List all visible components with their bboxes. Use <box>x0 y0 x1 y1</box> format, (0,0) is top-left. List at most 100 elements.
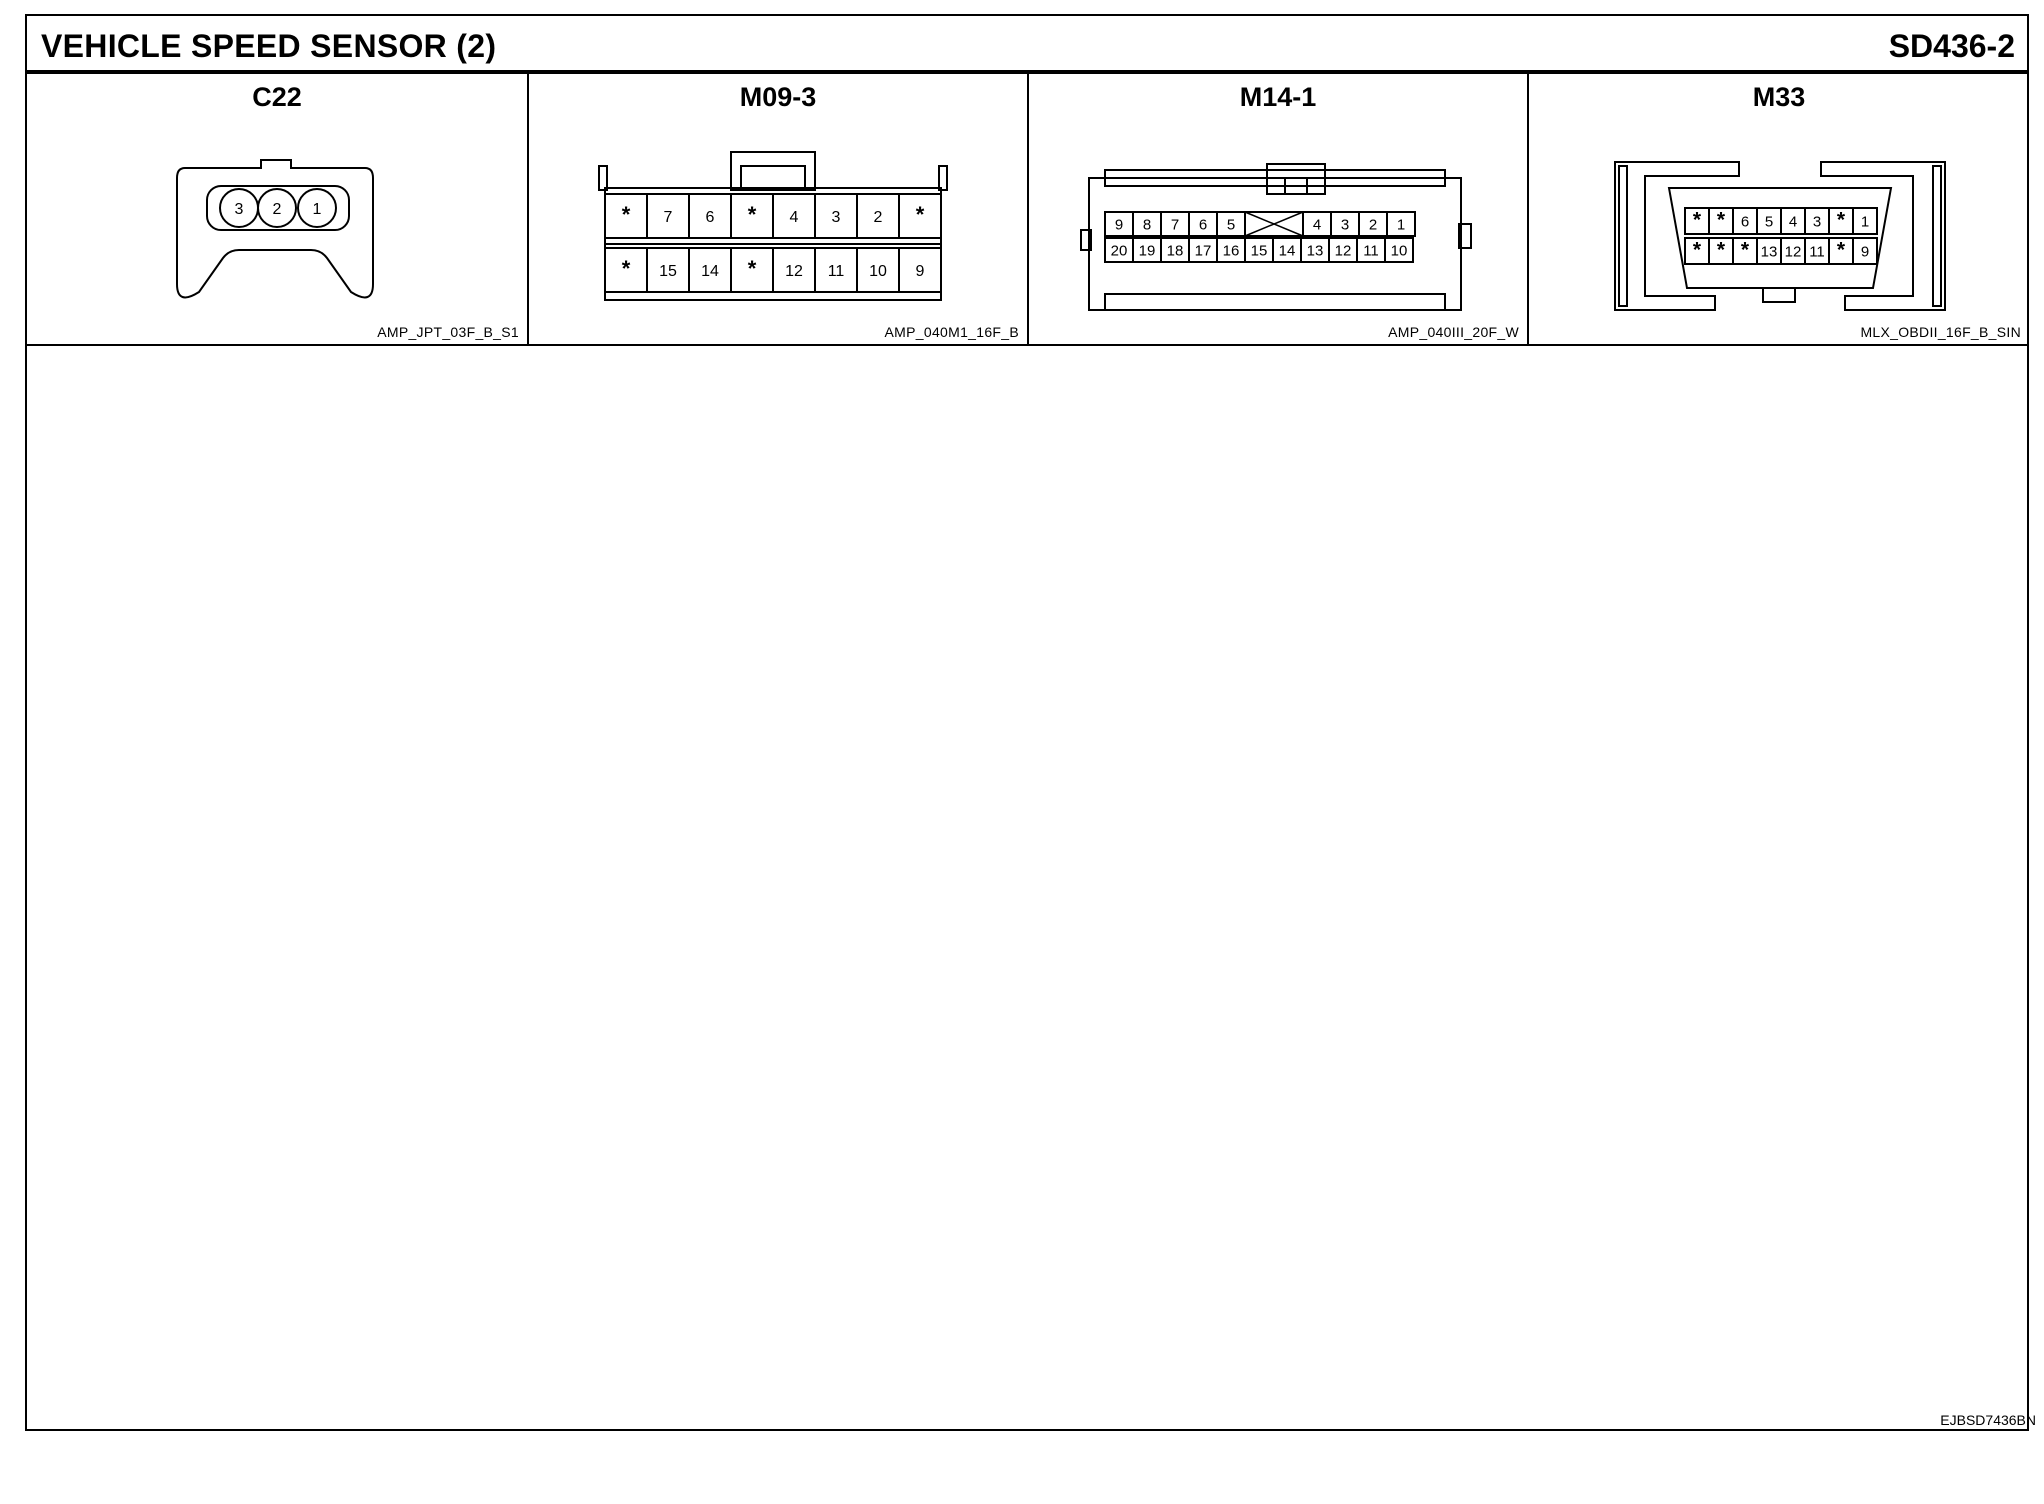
pin-label: 14 <box>1279 242 1296 259</box>
pin-label: 7 <box>1171 216 1179 233</box>
pin-bottom-5: 11 <box>1804 237 1830 265</box>
pin-label: 2 <box>273 201 282 218</box>
pin-label: * <box>1741 238 1750 261</box>
pin-label: 6 <box>1741 213 1749 230</box>
pin-label: * <box>622 256 631 281</box>
pin-bottom-0: * <box>604 247 648 293</box>
part-number: AMP_040M1_16F_B <box>884 324 1019 340</box>
pin-label: 2 <box>874 209 883 226</box>
pin-bottom-9: 11 <box>1356 237 1386 263</box>
pin-label: 5 <box>1227 216 1235 233</box>
pin-label: 13 <box>1761 243 1778 260</box>
m33-housing-left <box>1614 161 1740 311</box>
pin-label: 9 <box>1115 216 1123 233</box>
pin-label: 12 <box>785 263 803 280</box>
pin-label: 19 <box>1139 242 1156 259</box>
pin-label: * <box>748 256 757 281</box>
pin-label: * <box>622 202 631 227</box>
connector-name: M09-3 <box>739 82 817 112</box>
m09-lock-tab <box>730 151 816 191</box>
pin-label: 11 <box>1363 242 1379 259</box>
pin-bottom-7: 13 <box>1300 237 1330 263</box>
pin-label: 1 <box>313 201 322 218</box>
pin-label: 4 <box>1313 216 1321 233</box>
pin-label: * <box>1717 238 1726 261</box>
pin-label: 15 <box>659 263 677 280</box>
pin-label: 10 <box>869 263 887 280</box>
pin-bottom-5: 15 <box>1244 237 1274 263</box>
part-number: MLX_OBDII_16F_B_SIN <box>1860 324 2021 340</box>
pin-label: * <box>916 202 925 227</box>
pin-label: 1 <box>1397 216 1405 233</box>
pin-label: 1 <box>1861 213 1869 230</box>
pin-label: * <box>748 202 757 227</box>
pin-top-7: 4 <box>1302 211 1332 237</box>
pin-label: 3 <box>235 201 244 218</box>
pin-bottom-6: * <box>1828 237 1854 265</box>
pin-bottom-0: * <box>1684 237 1710 265</box>
pin-top-0: 9 <box>1104 211 1134 237</box>
connector-c22-drawing: 3 2 1 <box>176 159 374 299</box>
m14-bottom-rail <box>1104 293 1446 311</box>
pin-label: * <box>1837 208 1846 231</box>
c22-pins: 3 2 1 <box>219 188 337 228</box>
pin-label: 7 <box>664 209 673 226</box>
pin-label: 4 <box>790 209 799 226</box>
blank-cavity <box>1244 211 1304 237</box>
pin-bottom-4: 12 <box>772 247 816 293</box>
c22-pin-frame <box>206 185 350 231</box>
pin-top-1: 8 <box>1132 211 1162 237</box>
pin-top-2: 7 <box>1160 211 1190 237</box>
header: VEHICLE SPEED SENSOR (2) SD436-2 <box>27 16 2027 74</box>
pin-top-3: 5 <box>1756 207 1782 235</box>
pin-bottom-2: 18 <box>1160 237 1190 263</box>
pin-label: * <box>1693 238 1702 261</box>
pin-label: 8 <box>1143 216 1151 233</box>
pin-label: 17 <box>1195 242 1212 259</box>
page-code: SD436-2 <box>1888 28 2015 64</box>
m09-lock-inner <box>740 165 806 191</box>
pin-top-3: 6 <box>1188 211 1218 237</box>
m33-key <box>1762 287 1796 303</box>
pin-bottom-3: 13 <box>1756 237 1782 265</box>
pin-bottom-1: 15 <box>646 247 690 293</box>
pin-label: 20 <box>1111 242 1128 259</box>
pin-bottom-3: * <box>730 247 774 293</box>
m14-top-rail <box>1104 169 1446 187</box>
pin-label: 12 <box>1785 243 1802 260</box>
pin-top-2: 6 <box>688 193 732 239</box>
pin-label: 5 <box>1765 213 1773 230</box>
pin-top-0: * <box>1684 207 1710 235</box>
pin-label: 14 <box>701 263 719 280</box>
pin-top-9: 2 <box>1358 211 1388 237</box>
pin-label: * <box>1837 238 1846 261</box>
part-number: AMP_040III_20F_W <box>1388 324 1519 340</box>
pin-label: 9 <box>1861 243 1869 260</box>
pin-bottom-1: 19 <box>1132 237 1162 263</box>
pin-top-7: * <box>898 193 942 239</box>
pin-label: 16 <box>1223 242 1240 259</box>
pin-top-1: * <box>1708 207 1734 235</box>
pin-top-1: 7 <box>646 193 690 239</box>
pin-bottom-8: 12 <box>1328 237 1358 263</box>
pin-bottom-3: 17 <box>1188 237 1218 263</box>
pin-label: 15 <box>1251 242 1268 259</box>
m33-trapezoid <box>1667 187 1893 289</box>
pin-top-2: 6 <box>1732 207 1758 235</box>
pin-label: * <box>1717 208 1726 231</box>
pin-top-6: 2 <box>856 193 900 239</box>
pin-bottom-4: 12 <box>1780 237 1806 265</box>
pin-top-10: 1 <box>1386 211 1416 237</box>
pin-label: 11 <box>1809 243 1825 260</box>
pin-label: * <box>1693 208 1702 231</box>
part-number: AMP_JPT_03F_B_S1 <box>377 324 519 340</box>
pin-label: 6 <box>706 209 715 226</box>
